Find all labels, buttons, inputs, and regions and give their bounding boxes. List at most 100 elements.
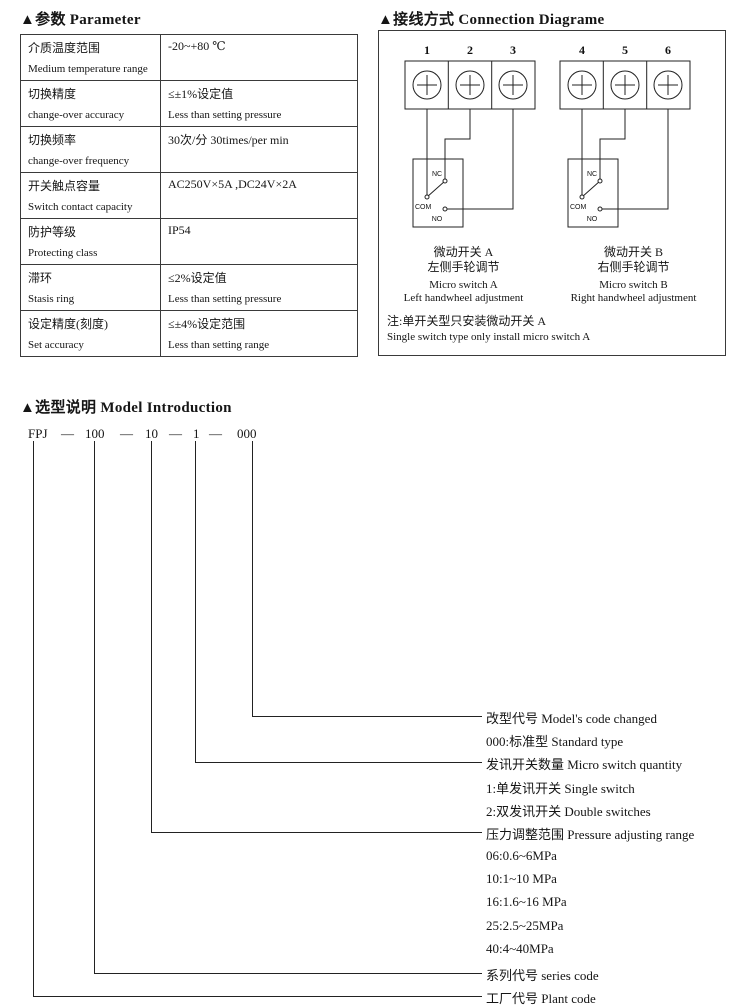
param-label-cn: 切换频率	[28, 133, 77, 147]
caption-cn-line: 右侧手轮调节	[597, 260, 670, 274]
param-value-cell: ≤±4%设定范围 Less than setting range	[160, 310, 358, 357]
contact-dot-com	[424, 194, 430, 200]
param-value-en: Less than setting range	[168, 339, 270, 351]
micro-switch-a-caption: 微动开关 A 左侧手轮调节 Micro switch A Left handwh…	[381, 245, 546, 305]
model-label-range-16: 16:1.6~16 MPa	[486, 894, 567, 909]
model-label-range-06: 06:0.6~6MPa	[486, 848, 557, 863]
model-label-range-10: 10:1~10 MPa	[486, 871, 557, 886]
wire	[447, 109, 514, 210]
terminal-number: 4	[579, 43, 585, 57]
contact-dot-nc	[442, 178, 448, 184]
screw-terminal-icon	[567, 70, 597, 100]
model-label-plant-code: 工厂代号 Plant code	[486, 991, 596, 1006]
model-label-switch-qty: 发讯开关数量 Micro switch quantity	[486, 757, 683, 772]
com-label: COM	[570, 204, 587, 211]
terminal-number: 2	[467, 43, 473, 57]
model-connector-hline	[195, 762, 482, 763]
param-value-cn: AC250V×5A ,DC24V×2A	[168, 177, 297, 191]
no-label: NO	[587, 216, 598, 223]
param-value-en: Less than setting pressure	[168, 109, 282, 121]
model-label-changed-code: 改型代号 Model's code changed	[486, 711, 657, 726]
model-code-part: 100	[85, 426, 105, 441]
model-connector-vline	[195, 441, 196, 762]
screw-terminal-icon	[455, 70, 485, 100]
parameter-section-title: ▲参数 Parameter	[20, 12, 141, 28]
param-value-cell: -20~+80 ℃	[160, 34, 358, 81]
caption-cn-line: 微动开关 B	[603, 245, 663, 259]
screw-terminal-icon	[653, 70, 683, 100]
param-value-cell: 30次/分 30times/per min	[160, 126, 358, 173]
model-connector-hline	[151, 832, 482, 833]
param-label-en: Set accuracy	[28, 339, 84, 351]
param-label-cn: 开关触点容量	[28, 179, 101, 193]
connection-diagram-box: 1 2 3 4 5 6	[378, 30, 726, 356]
model-connector-hline	[94, 973, 482, 974]
model-label-standard-type: 000:标准型 Standard type	[486, 734, 624, 749]
model-connector-vline	[94, 441, 95, 973]
wire	[444, 109, 471, 179]
model-label-range-25: 25:2.5~25MPa	[486, 918, 564, 933]
switch-box	[567, 158, 619, 228]
micro-switch-b-caption: 微动开关 B 右侧手轮调节 Micro switch B Right handw…	[551, 245, 716, 305]
param-value-cn: ≤2%设定值	[168, 271, 227, 285]
contact-dot-nc	[597, 178, 603, 184]
caption-cn-line: 左侧手轮调节	[427, 260, 500, 274]
param-label-en: change-over frequency	[28, 155, 130, 167]
param-label-cn: 设定精度(刻度)	[28, 317, 108, 331]
table-row: 设定精度(刻度) Set accuracy ≤±4%设定范围 Less than s…	[20, 310, 358, 357]
micro-switch-b-symbol: NC COM NO	[567, 109, 669, 228]
model-code-part: 1	[193, 426, 200, 441]
wire	[599, 109, 626, 179]
caption-en-line: Micro switch A	[429, 279, 498, 291]
caption-cn-line: 微动开关 A	[433, 245, 494, 259]
model-label-series-code: 系列代号 series code	[486, 968, 599, 983]
note-en-line: Single switch type only install micro sw…	[387, 331, 591, 344]
micro-switch-a-symbol: NC COM NO	[412, 109, 514, 228]
param-label-cell: 切换频率 change-over frequency	[20, 126, 161, 173]
screw-terminal-icon	[498, 70, 528, 100]
contact-dot-com	[579, 194, 585, 200]
caption-en-line: Right handwheel adjustment	[570, 292, 697, 305]
model-code-dash: —	[120, 426, 133, 441]
param-label-en: change-over accuracy	[28, 109, 125, 121]
contact-dot-no	[442, 206, 448, 212]
param-label-cn: 防护等级	[28, 225, 77, 239]
param-value-cell: IP54	[160, 218, 358, 265]
model-connector-vline	[252, 441, 253, 716]
terminal-number: 3	[510, 43, 516, 57]
wire	[602, 109, 669, 210]
switch-arm	[426, 180, 446, 198]
screw-terminal-icon	[412, 70, 442, 100]
param-label-en: Stasis ring	[28, 293, 75, 305]
terminal-number: 5	[622, 43, 628, 57]
model-code-dash: —	[169, 426, 182, 441]
caption-en-line: Left handwheel adjustment	[403, 292, 524, 305]
caption-en-line: Micro switch B	[599, 279, 668, 291]
switch-box	[412, 158, 464, 228]
param-label-cell: 设定精度(刻度) Set accuracy	[20, 310, 161, 357]
param-value-cn: ≤±1%设定值	[168, 87, 234, 101]
param-value-cn: ≤±4%设定范围	[168, 317, 246, 331]
terminal-number: 6	[665, 43, 671, 57]
model-label-double-switch: 2:双发讯开关 Double switches	[486, 804, 651, 819]
param-value-cn: 30次/分 30times/per min	[168, 133, 289, 147]
model-label-pressure-range: 压力调整范围 Pressure adjusting range	[486, 827, 695, 842]
param-label-en: Medium temperature range	[28, 63, 148, 75]
nc-label: NC	[432, 171, 442, 178]
terminal-number: 1	[424, 43, 430, 57]
model-code-dash: —	[209, 426, 222, 441]
terminal-block-right	[559, 60, 691, 110]
param-value-cn: -20~+80 ℃	[168, 39, 226, 53]
param-value-cell: ≤±1%设定值 Less than setting pressure	[160, 80, 358, 127]
